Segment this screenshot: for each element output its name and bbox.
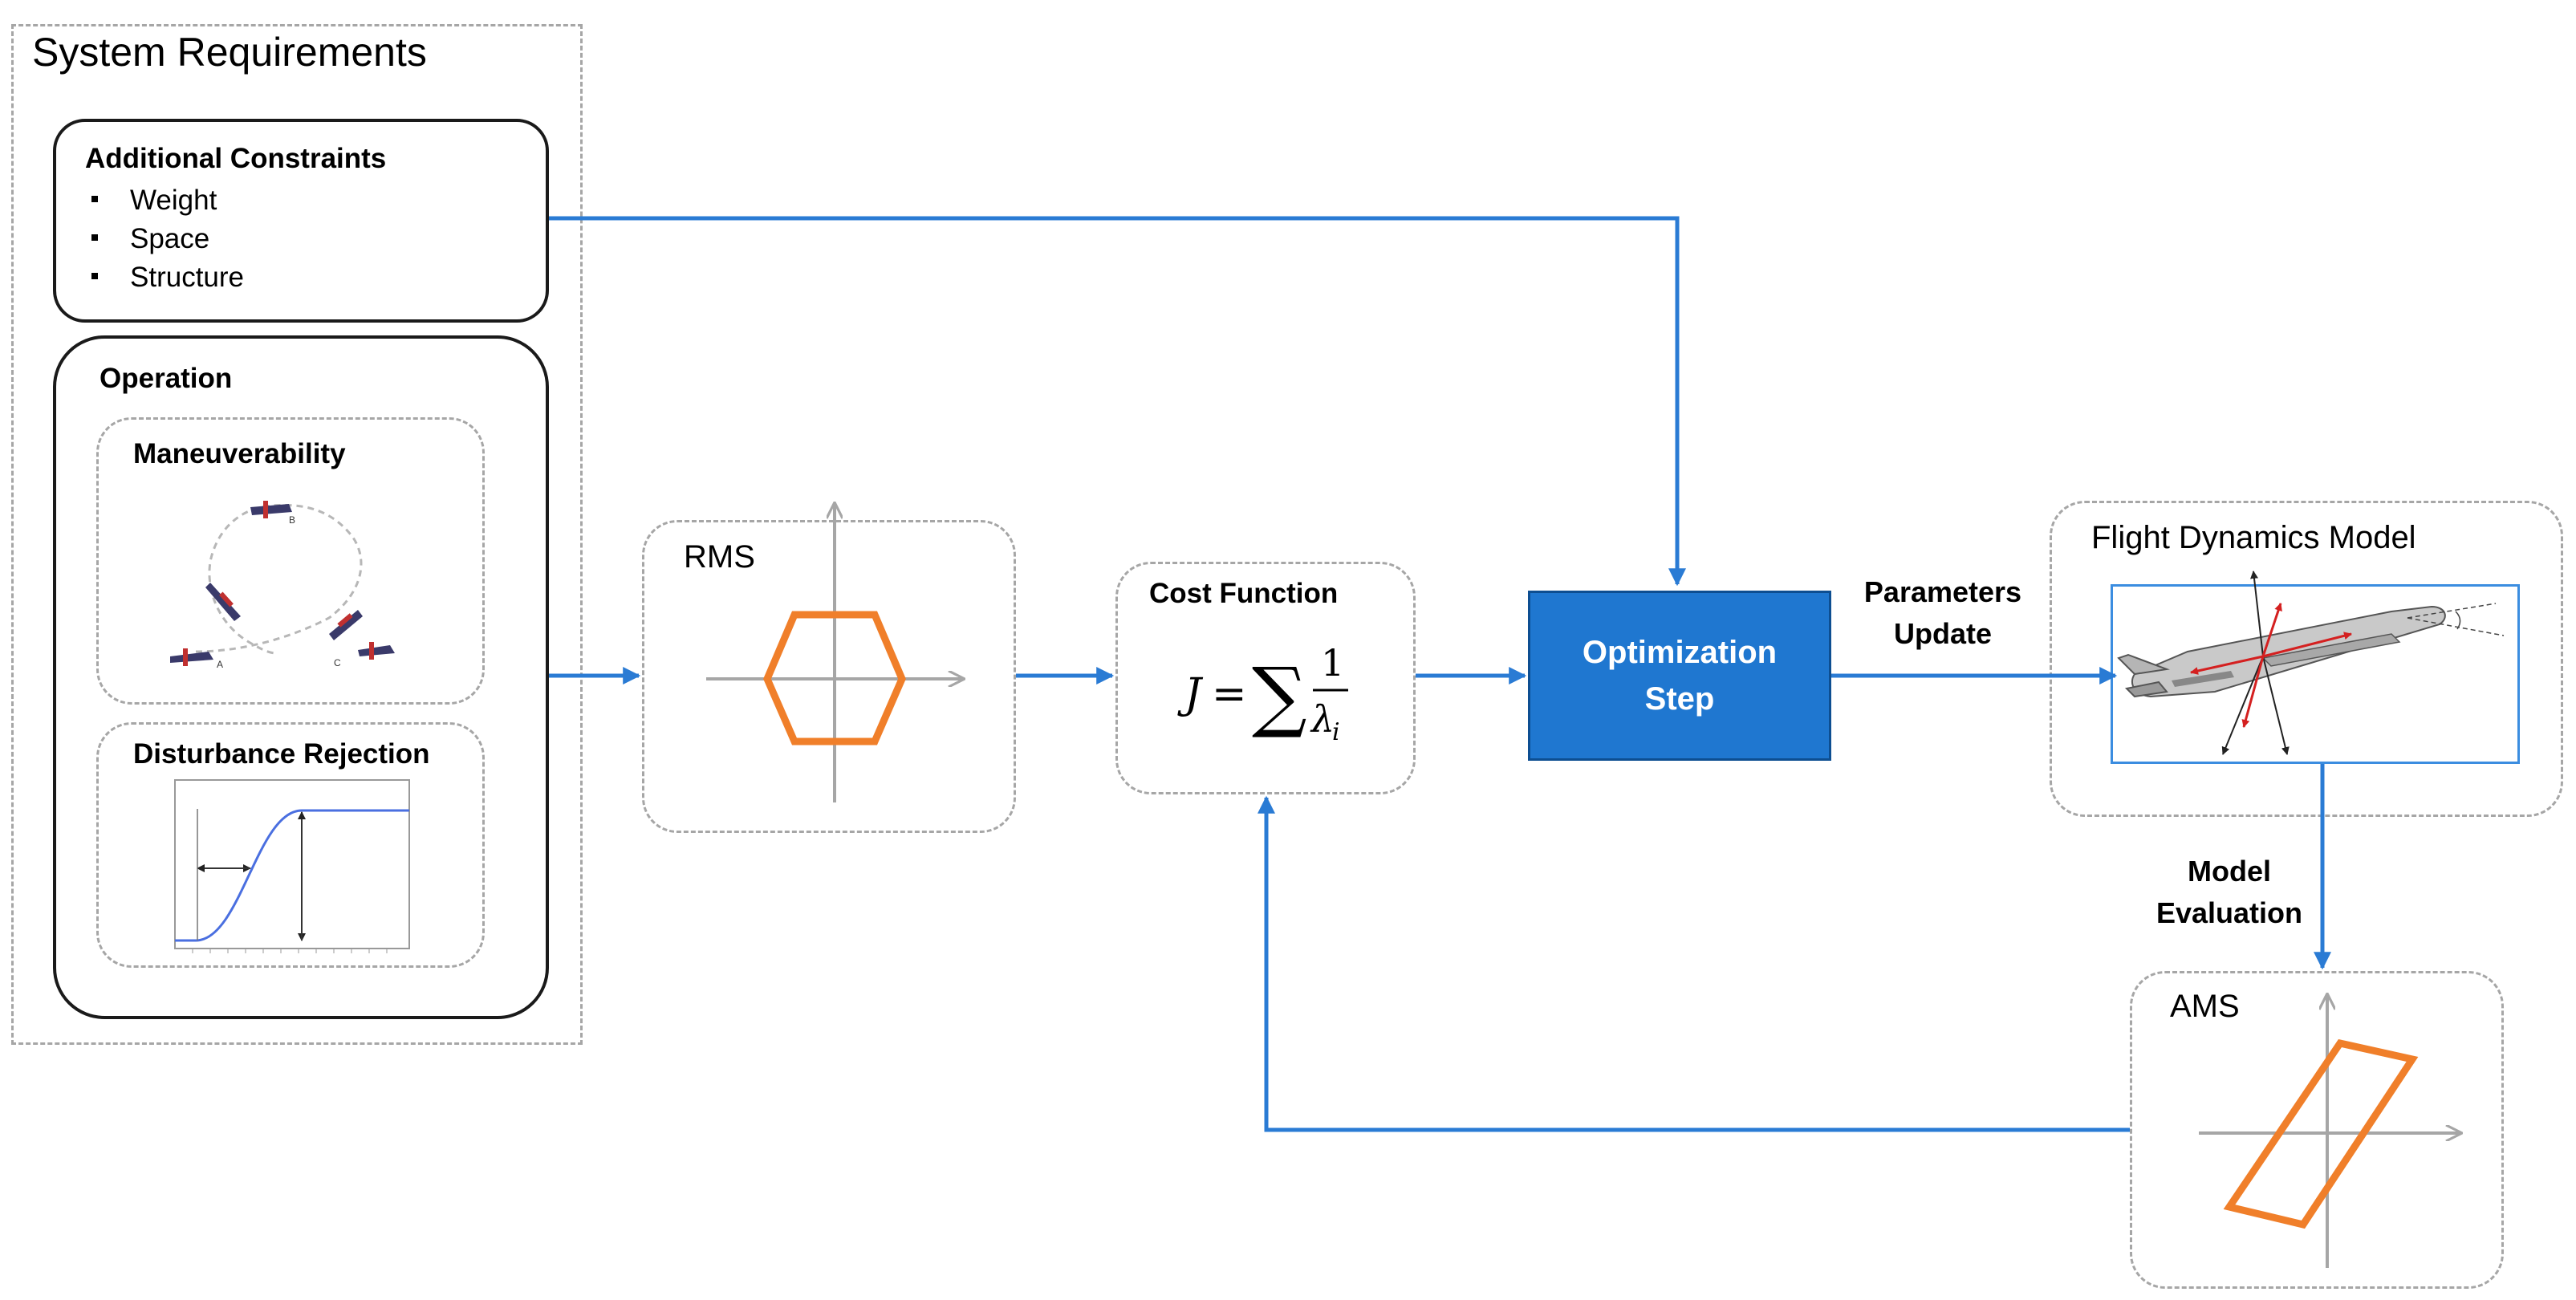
svg-text:B: B [289, 514, 295, 526]
additional-constraints-box [53, 119, 549, 323]
arrow-ams-to-cost [1258, 795, 2130, 1132]
constraint-space: Space [82, 220, 244, 258]
parameters-update-line1: Parameters [1863, 575, 2022, 608]
rms-hexagon [763, 611, 906, 745]
svg-text:C: C [334, 657, 341, 668]
ams-parallelogram [2223, 1038, 2419, 1229]
constraint-weight: Weight [82, 181, 244, 220]
optimization-line1: Optimization [1582, 635, 1778, 670]
ams-title: AMS [2170, 989, 2240, 1024]
maneuverability-box [96, 417, 485, 705]
model-evaluation-line1: Model [2188, 855, 2271, 888]
aircraft-icon [170, 501, 395, 666]
model-evaluation-label: Model Evaluation [2141, 851, 2318, 934]
ams-plot [2199, 995, 2460, 1268]
optimization-line2: Step [1644, 681, 1715, 717]
svg-text:1: 1 [1321, 641, 1344, 685]
cost-function-title: Cost Function [1149, 578, 1339, 609]
cost-function-formula: J = ∑ 1 λ i [1177, 641, 1348, 746]
model-evaluation-line2: Evaluation [2155, 896, 2303, 929]
arrow-constraints-to-optimization [549, 216, 1686, 587]
additional-constraints-title: Additional Constraints [85, 143, 387, 174]
ams-box [2130, 971, 2504, 1289]
maneuverability-title: Maneuverability [133, 438, 346, 469]
disturbance-rejection-title: Disturbance Rejection [133, 738, 430, 770]
disturbance-chart [174, 779, 410, 953]
parameters-update-line2: Update [1893, 617, 1992, 650]
disturbance-rejection-box [96, 722, 485, 968]
svg-text:A: A [217, 659, 223, 670]
svg-text:=: = [1212, 670, 1247, 718]
system-requirements-title: System Requirements [32, 30, 427, 75]
constraints-list: Weight Space Structure [82, 181, 244, 297]
svg-text:J: J [1177, 670, 1204, 718]
rms-title: RMS [684, 539, 755, 575]
cost-function-box [1115, 562, 1416, 794]
parameters-update-label: Parameters Update [1859, 571, 2027, 655]
flight-dynamics-illustration [2117, 571, 2505, 755]
constraint-structure: Structure [82, 258, 244, 297]
svg-text:i: i [1332, 718, 1340, 746]
system-requirements-frame [11, 24, 583, 1045]
flight-dynamics-title: Flight Dynamics Model [2091, 520, 2416, 555]
optimization-step-box: Optimization Step [1528, 591, 1831, 761]
svg-text:∑: ∑ [1252, 651, 1307, 741]
operation-title: Operation [100, 363, 233, 394]
svg-text:λ: λ [1310, 697, 1335, 741]
rms-plot [706, 504, 963, 802]
maneuverability-illustration: B A C [170, 501, 395, 670]
